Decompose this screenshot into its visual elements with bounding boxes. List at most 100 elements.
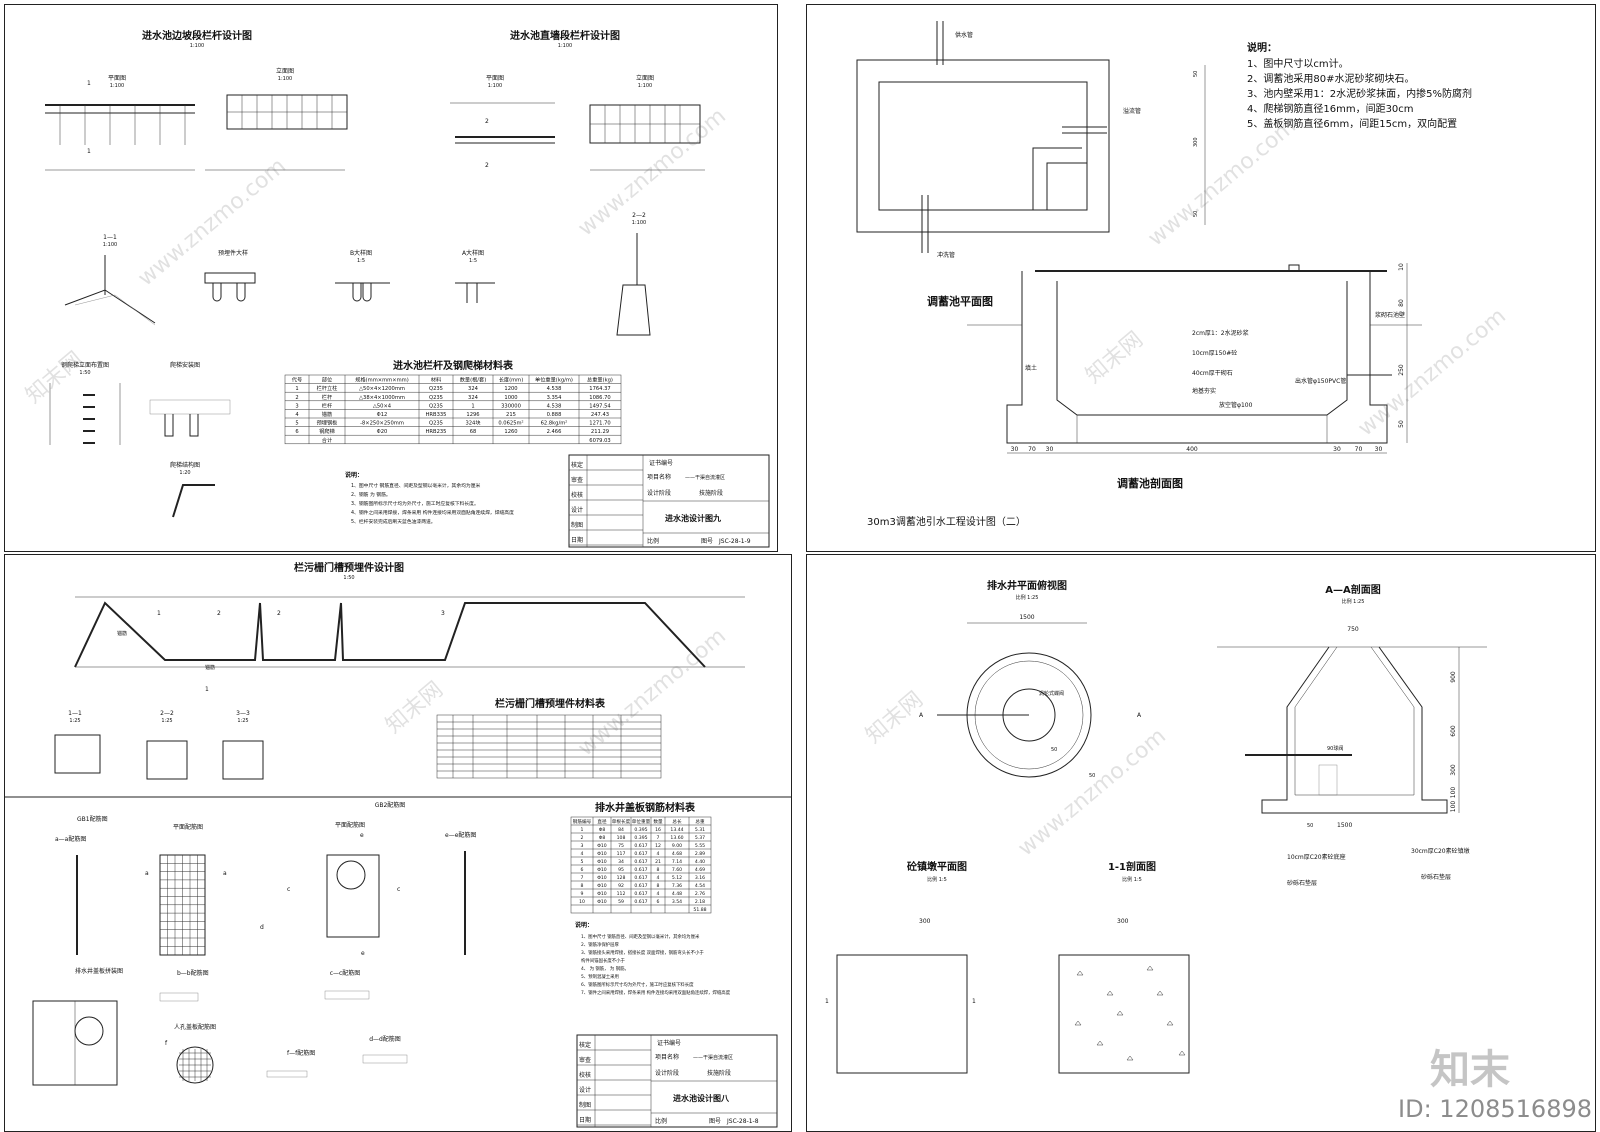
section-label: d—d配筋图 bbox=[369, 1035, 401, 1043]
rebar-table-cell: 4 bbox=[657, 891, 660, 897]
dim: 1500 bbox=[1337, 822, 1352, 829]
base-label: 10cm厚C20素砼底座 bbox=[1287, 853, 1346, 861]
dim: 80 bbox=[1398, 299, 1405, 307]
material-table-cell: 1200 bbox=[504, 386, 517, 392]
aggregate-mark bbox=[1146, 965, 1154, 971]
material-table-cell: Q235 bbox=[429, 386, 443, 392]
section-label: b—b配筋图 bbox=[177, 969, 209, 977]
scale-label: 1:100 bbox=[103, 242, 117, 248]
cut-label: a bbox=[145, 870, 149, 877]
aa-section-title: A—A剖面图 bbox=[1325, 583, 1380, 596]
role-label: 核定 bbox=[571, 461, 583, 469]
outlet-pipe-label: 出水管φ150PVC管 bbox=[1295, 377, 1346, 385]
rebar-table-cell: 0.617 bbox=[634, 875, 647, 881]
dim: 30 bbox=[1011, 446, 1019, 453]
drawing-no-label: 图号 bbox=[701, 538, 713, 545]
material-table-cell: 1 bbox=[471, 403, 474, 409]
section-22-label: 2—2 bbox=[632, 212, 646, 219]
aggregate-mark bbox=[1156, 990, 1164, 996]
rebar-table-cell: Φ10 bbox=[597, 899, 607, 905]
rebar-table-cell: 51.88 bbox=[693, 907, 706, 913]
rebar-table-cell: 108 bbox=[617, 835, 626, 841]
scale-label: 1:100 bbox=[632, 220, 646, 226]
rebar-table-cell: 8 bbox=[581, 883, 584, 889]
material-table-cell: 代号 bbox=[292, 376, 302, 384]
role-label: 制图 bbox=[579, 1101, 591, 1109]
notes-title: 说明： bbox=[1247, 41, 1277, 54]
ladder-layout-label: 钢爬梯立面布置图 bbox=[61, 361, 109, 369]
aggregate-mark bbox=[1126, 1055, 1134, 1061]
note-line: 2、钢筋 为 钢筋。 bbox=[351, 491, 391, 498]
material-table-cell: 1271.70 bbox=[589, 421, 610, 427]
rebar-table-cell: 8 bbox=[657, 883, 660, 889]
material-table-cell: 1296 bbox=[466, 412, 479, 418]
material-table-cell: 211.29 bbox=[591, 429, 609, 435]
title: 栏污栅门槽预埋件设计图 bbox=[294, 561, 404, 574]
rebar-table-cell: 总长 bbox=[672, 818, 682, 825]
embedded-table-title: 栏污栅门槽预埋件材料表 bbox=[495, 697, 606, 710]
drawing-no-label: 图号 bbox=[709, 1118, 721, 1125]
rebar-table-cell: 4.40 bbox=[695, 859, 705, 865]
stage-label: 设计阶段 bbox=[655, 1069, 679, 1077]
elevation-label: 立面图 bbox=[636, 74, 654, 82]
material-table-cell: 2.466 bbox=[547, 429, 562, 435]
material-table-cell: 1260 bbox=[504, 429, 517, 435]
rebar-table-cell: Φ10 bbox=[597, 891, 607, 897]
rebar-table-cell: 9.00 bbox=[672, 843, 682, 849]
dim: 400 bbox=[1186, 446, 1198, 453]
note-line: 1、图中尺寸以cm计。 bbox=[1247, 57, 1349, 70]
section-mark: 2 bbox=[485, 118, 489, 125]
material-table-cell: 栏杆立柱 bbox=[317, 384, 338, 392]
rebar-table-cell: Φ10 bbox=[597, 851, 607, 857]
scale-label: 1:100 bbox=[488, 83, 502, 89]
rebar-table-cell: 34 bbox=[618, 859, 624, 865]
trash-rack-drawing: 栏污栅门槽预埋件设计图 1:50 1 2 2 3 锚筋 锚筋 1 1—1 1:2… bbox=[5, 561, 791, 1128]
scale-label: 1:100 bbox=[558, 43, 572, 49]
material-table-cell: 1000 bbox=[504, 395, 517, 401]
rebar-table-cell: 75 bbox=[618, 843, 624, 849]
anchor-label: 锚筋 bbox=[205, 664, 215, 671]
stage-value: 技施阶段 bbox=[699, 489, 723, 497]
manhole-grid bbox=[179, 1049, 211, 1081]
material-table-cell: 4 bbox=[295, 412, 299, 418]
rebar-table-cell: 117 bbox=[617, 851, 626, 857]
rebar-table-cell: 5.37 bbox=[695, 835, 705, 841]
dim: 70 bbox=[1355, 446, 1363, 453]
scale-label: 1:100 bbox=[638, 83, 652, 89]
scale-label: 1:25 bbox=[161, 718, 172, 724]
project-value: ——干渠自流灌区 bbox=[685, 474, 725, 481]
drawing-sheet-trash-rack: 栏污栅门槽预埋件设计图 1:50 1 2 2 3 锚筋 锚筋 1 1—1 1:2… bbox=[4, 554, 792, 1132]
fill-label: 填土 bbox=[1025, 364, 1037, 372]
rebar-table-cell: 2.76 bbox=[695, 891, 705, 897]
material-table-cell: △50×4×1200mm bbox=[359, 386, 405, 392]
rebar-grid bbox=[160, 855, 205, 955]
concrete-hatch bbox=[1074, 965, 1186, 1061]
dim: 600 bbox=[1450, 725, 1457, 737]
rebar-table-cell: 0.617 bbox=[634, 891, 647, 897]
scale-label: 1:25 bbox=[237, 718, 248, 724]
rebar-table-cell: 5.12 bbox=[672, 875, 682, 881]
role-label: 校核 bbox=[571, 491, 583, 499]
note-line: 4、钢件之间采用焊接，焊条采用 构件连接均采用双面贴角连续焊，焊缝高度 bbox=[351, 509, 514, 516]
material-table-cell: 材料 bbox=[431, 376, 441, 384]
dim: 10 bbox=[1398, 263, 1405, 271]
section-mark: 1 bbox=[972, 998, 976, 1005]
rebar-table-cell: 0.617 bbox=[634, 859, 647, 865]
rebar-table-cell: 59 bbox=[618, 899, 624, 905]
note-line: 6、钢筋图所标示尺寸均为外尺寸，施工时应复核下料长度 bbox=[581, 981, 694, 988]
rebar-table-cell: Φ8 bbox=[599, 827, 606, 833]
brand-logo: 知末 bbox=[1430, 1047, 1510, 1093]
section-mark: 1 bbox=[157, 610, 161, 617]
section-label: 2—2 bbox=[160, 710, 174, 717]
note-line: 5、栏杆安装完成后刷天蓝色油漆两道。 bbox=[351, 518, 436, 525]
rebar-table-cell: Φ10 bbox=[597, 883, 607, 889]
plan-label: 平面图 bbox=[108, 75, 126, 82]
role-label: 审查 bbox=[579, 1056, 591, 1064]
rebar-table-cell: 3.16 bbox=[695, 875, 705, 881]
role-label: 校核 bbox=[579, 1071, 591, 1079]
material-table-cell: Φ12 bbox=[377, 412, 388, 418]
material-table-cell: 5 bbox=[295, 421, 298, 427]
rebar-table-cell: 9 bbox=[581, 891, 584, 897]
